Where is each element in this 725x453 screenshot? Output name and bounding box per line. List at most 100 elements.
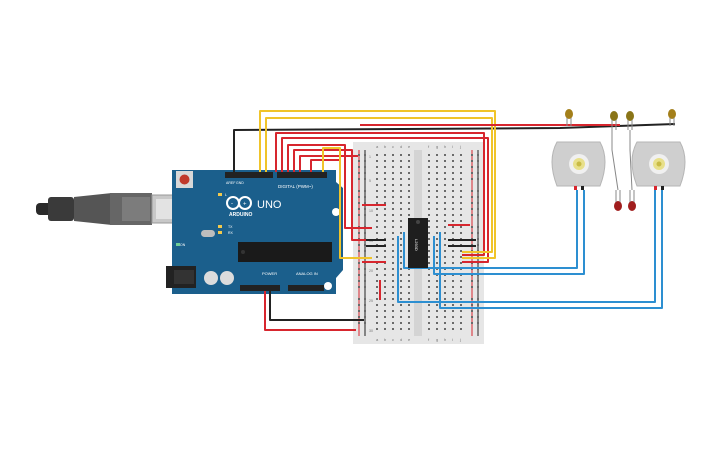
rail-hole[interactable]	[471, 280, 473, 282]
rail-hole[interactable]	[477, 172, 479, 174]
breadboard-hole[interactable]	[460, 262, 462, 264]
breadboard-hole[interactable]	[400, 178, 402, 180]
breadboard-hole[interactable]	[428, 310, 430, 312]
breadboard-hole[interactable]	[400, 154, 402, 156]
arduino-uno-board[interactable]: DIGITAL (PWM~) AREF GND - + ARDUINO UNO …	[166, 170, 343, 294]
breadboard-hole[interactable]	[400, 208, 402, 210]
breadboard-hole[interactable]	[392, 292, 394, 294]
breadboard-hole[interactable]	[460, 298, 462, 300]
breadboard-hole[interactable]	[384, 274, 386, 276]
breadboard-hole[interactable]	[392, 160, 394, 162]
breadboard-hole[interactable]	[392, 202, 394, 204]
breadboard-hole[interactable]	[376, 184, 378, 186]
breadboard-hole[interactable]	[436, 178, 438, 180]
breadboard-hole[interactable]	[392, 178, 394, 180]
breadboard-hole[interactable]	[384, 316, 386, 318]
breadboard-hole[interactable]	[444, 220, 446, 222]
breadboard-hole[interactable]	[444, 304, 446, 306]
breadboard-hole[interactable]	[400, 250, 402, 252]
breadboard-hole[interactable]	[436, 298, 438, 300]
rail-hole[interactable]	[477, 154, 479, 156]
led-red-2[interactable]	[628, 190, 636, 211]
breadboard-hole[interactable]	[444, 226, 446, 228]
breadboard-hole[interactable]	[400, 172, 402, 174]
rail-hole[interactable]	[471, 322, 473, 324]
breadboard-hole[interactable]	[452, 208, 454, 210]
breadboard-hole[interactable]	[452, 256, 454, 258]
rail-hole[interactable]	[358, 316, 360, 318]
rail-hole[interactable]	[364, 316, 366, 318]
breadboard-hole[interactable]	[392, 256, 394, 258]
breadboard-hole[interactable]	[444, 298, 446, 300]
breadboard-hole[interactable]	[428, 244, 430, 246]
breadboard-hole[interactable]	[384, 214, 386, 216]
rail-hole[interactable]	[364, 154, 366, 156]
breadboard-hole[interactable]	[384, 310, 386, 312]
rail-hole[interactable]	[477, 178, 479, 180]
rail-hole[interactable]	[358, 178, 360, 180]
breadboard-hole[interactable]	[444, 238, 446, 240]
breadboard-hole[interactable]	[428, 172, 430, 174]
rail-hole[interactable]	[358, 244, 360, 246]
rail-hole[interactable]	[477, 304, 479, 306]
breadboard-hole[interactable]	[460, 256, 462, 258]
breadboard-hole[interactable]	[400, 304, 402, 306]
breadboard-hole[interactable]	[436, 232, 438, 234]
breadboard-hole[interactable]	[384, 250, 386, 252]
breadboard-hole[interactable]	[392, 208, 394, 210]
breadboard-hole[interactable]	[376, 316, 378, 318]
breadboard-hole[interactable]	[400, 292, 402, 294]
breadboard-hole[interactable]	[408, 316, 410, 318]
breadboard-hole[interactable]	[392, 220, 394, 222]
rail-hole[interactable]	[364, 232, 366, 234]
breadboard-hole[interactable]	[400, 310, 402, 312]
breadboard-hole[interactable]	[392, 280, 394, 282]
rail-hole[interactable]	[477, 286, 479, 288]
breadboard-hole[interactable]	[444, 322, 446, 324]
breadboard-hole[interactable]	[452, 232, 454, 234]
rail-hole[interactable]	[364, 280, 366, 282]
breadboard-hole[interactable]	[436, 244, 438, 246]
breadboard-hole[interactable]	[384, 256, 386, 258]
breadboard-hole[interactable]	[376, 232, 378, 234]
breadboard-hole[interactable]	[436, 316, 438, 318]
rail-hole[interactable]	[358, 250, 360, 252]
breadboard-hole[interactable]	[384, 160, 386, 162]
breadboard-hole[interactable]	[444, 244, 446, 246]
rail-hole[interactable]	[364, 310, 366, 312]
breadboard-hole[interactable]	[408, 280, 410, 282]
rail-hole[interactable]	[477, 202, 479, 204]
breadboard-hole[interactable]	[452, 154, 454, 156]
breadboard-hole[interactable]	[460, 190, 462, 192]
breadboard-hole[interactable]	[436, 262, 438, 264]
rail-hole[interactable]	[471, 226, 473, 228]
breadboard-hole[interactable]	[384, 154, 386, 156]
led-yellow-2[interactable]	[610, 111, 618, 130]
rail-hole[interactable]	[364, 172, 366, 174]
breadboard-hole[interactable]	[460, 208, 462, 210]
breadboard-hole[interactable]	[400, 262, 402, 264]
breadboard-hole[interactable]	[392, 304, 394, 306]
breadboard-hole[interactable]	[376, 274, 378, 276]
rail-hole[interactable]	[364, 178, 366, 180]
led-yellow-4[interactable]	[668, 109, 676, 126]
breadboard-hole[interactable]	[376, 190, 378, 192]
rail-hole[interactable]	[477, 190, 479, 192]
breadboard-hole[interactable]	[444, 256, 446, 258]
power-jack[interactable]	[166, 266, 196, 288]
breadboard-hole[interactable]	[460, 184, 462, 186]
led-red-1[interactable]	[614, 190, 622, 211]
breadboard-hole[interactable]	[408, 154, 410, 156]
breadboard-hole[interactable]	[376, 286, 378, 288]
breadboard-hole[interactable]	[400, 256, 402, 258]
rail-hole[interactable]	[471, 286, 473, 288]
breadboard-hole[interactable]	[428, 220, 430, 222]
breadboard-hole[interactable]	[444, 196, 446, 198]
breadboard-hole[interactable]	[408, 178, 410, 180]
breadboard-hole[interactable]	[428, 214, 430, 216]
breadboard-hole[interactable]	[376, 202, 378, 204]
breadboard-hole[interactable]	[376, 226, 378, 228]
rail-hole[interactable]	[358, 154, 360, 156]
breadboard-hole[interactable]	[392, 232, 394, 234]
